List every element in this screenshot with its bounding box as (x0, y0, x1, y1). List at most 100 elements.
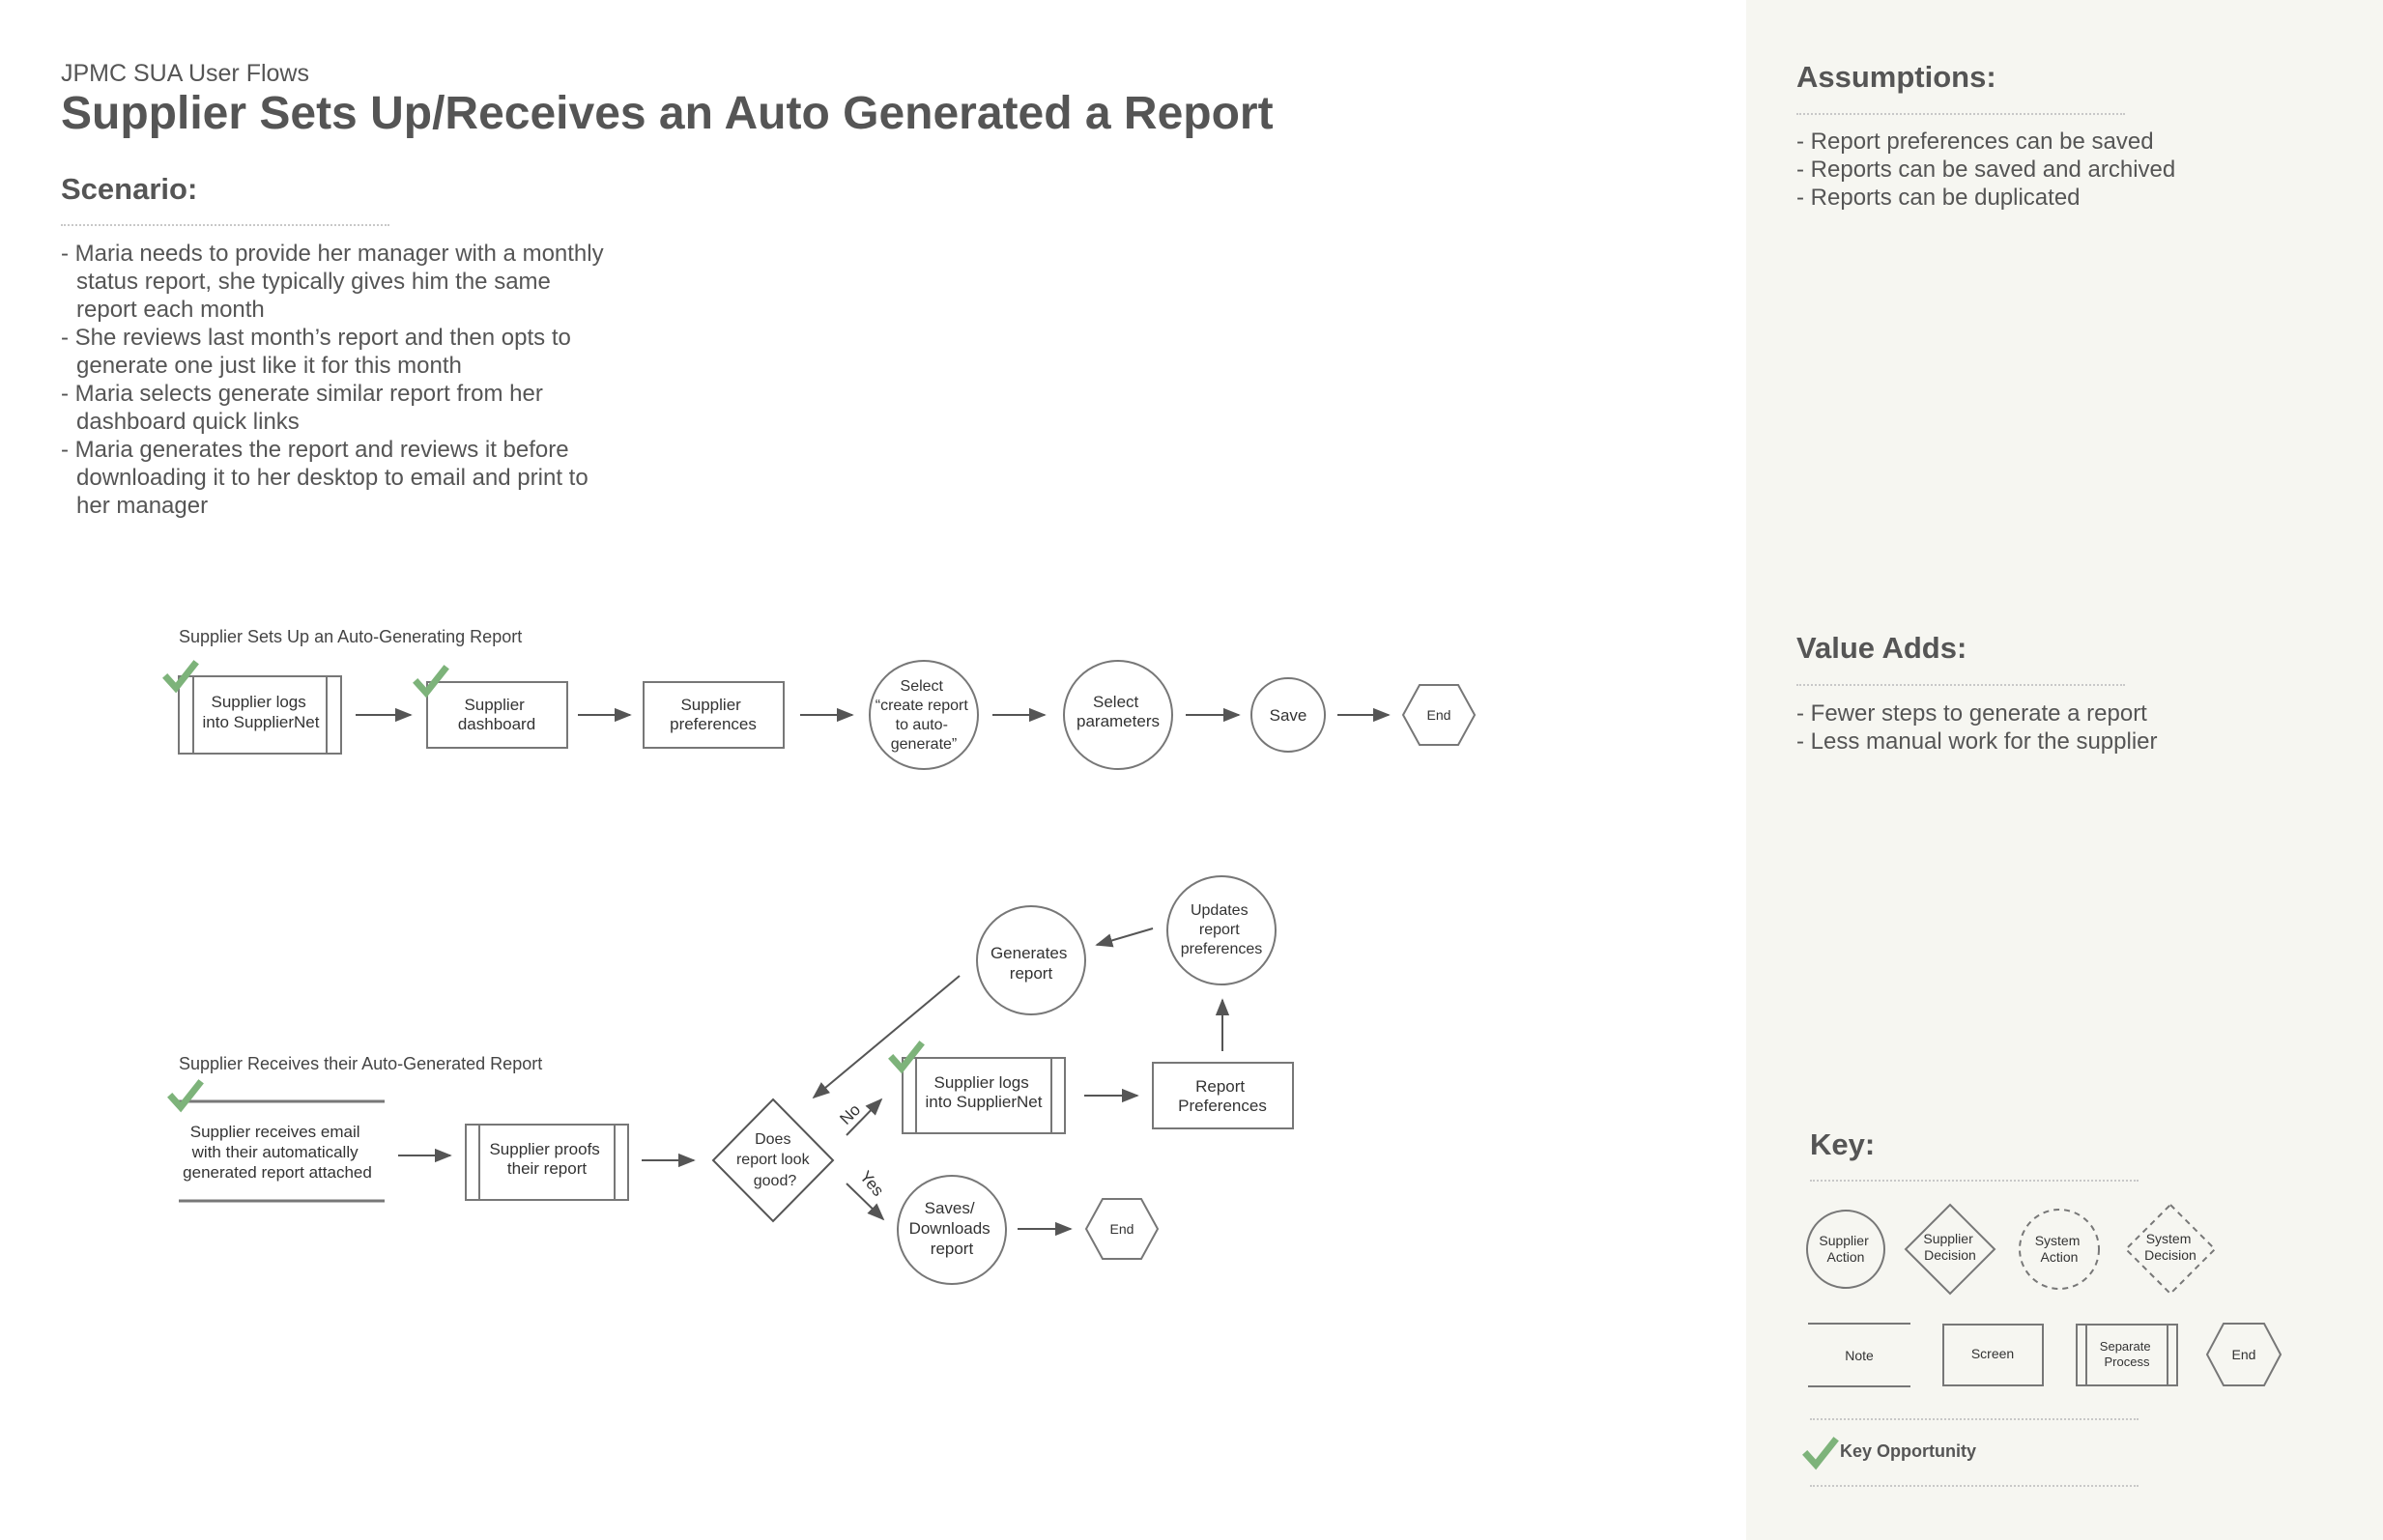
svg-text:Updates report pre: Updates report preferences (1181, 902, 1263, 957)
edge-label-no: No (836, 1100, 864, 1128)
key-label: Separate (2100, 1339, 2151, 1354)
assumption-item: - Reports can be saved and archived (1796, 157, 2176, 183)
svg-text:Supplier Decision: Supplier Decision (1923, 1231, 1976, 1263)
node-label: dashboard (458, 715, 535, 733)
page-title: Supplier Sets Up/Receives an Auto Genera… (61, 88, 1274, 139)
node-label: Select (901, 678, 944, 695)
node-label: report (931, 1240, 974, 1258)
node-label: Supplier proofs (489, 1140, 599, 1158)
key-opportunity-divider-bottom (1810, 1485, 2139, 1487)
flow2-label: Supplier Receives their Auto-Generated R… (179, 1054, 542, 1073)
flow2-report-preferences-node: Report Preferences (1152, 1062, 1294, 1129)
node-label: “create report (876, 698, 969, 714)
assumption-item: - Report preferences can be saved (1796, 128, 2154, 155)
key-label: End (2232, 1347, 2256, 1362)
scenario-item: - Maria needs to provide her manager wit… (61, 241, 604, 323)
node-label: into SupplierNet (203, 713, 320, 731)
key-label: System (2146, 1231, 2192, 1246)
flow1-supplier-dashboard-node: Supplier dashboard (426, 681, 568, 749)
key-opportunity-check-icon (172, 1084, 199, 1107)
svg-text:System Decision: System Decision (2144, 1231, 2196, 1263)
page-kicker: JPMC SUA User Flows (61, 60, 309, 87)
key-label: Note (1845, 1348, 1874, 1363)
flow-arrow (812, 975, 961, 1099)
svg-text:Supplier preferences: Supplier preferences (670, 696, 757, 733)
flow1-supplier-preferences-node: Supplier preferences (643, 681, 785, 749)
node-label: Supplier (464, 696, 525, 714)
node-label: Supplier logs (211, 693, 305, 711)
node-label: with their automatically (191, 1143, 359, 1161)
node-label: to auto- (896, 717, 948, 733)
node-label: into SupplierNet (926, 1093, 1043, 1111)
svg-text:Supplier dashboard: Supplier dashboard (458, 696, 535, 733)
flow2-updates-preferences-node: Updates report preferences (1166, 875, 1277, 985)
value-add-item: - Fewer steps to generate a report (1796, 700, 2147, 727)
node-label: generated report attached (183, 1163, 372, 1182)
assumptions-heading: Assumptions: (1796, 60, 1996, 94)
key-system-action: System Action (2019, 1209, 2100, 1290)
value-adds-divider (1796, 684, 2125, 686)
svg-text:Separate Process: Separate Process (2100, 1339, 2154, 1369)
svg-text:Generates report: Generates report (991, 944, 1072, 983)
node-label: Supplier logs (933, 1073, 1028, 1092)
flow-arrow-no (846, 1098, 883, 1136)
scenario-item: - Maria generates the report and reviews… (61, 437, 589, 519)
node-label: report (1010, 964, 1053, 983)
key-note: Note (1808, 1323, 1910, 1387)
scenario-list: - Maria needs to provide her manager wit… (61, 240, 612, 520)
key-divider (1810, 1180, 2139, 1182)
svg-text:Saves/ Downloads r: Saves/ Downloads report (909, 1199, 995, 1258)
svg-text:Report Preferences: Report Preferences (1178, 1077, 1267, 1115)
edge-label-yes: Yes (856, 1167, 887, 1199)
key-opportunity-check-icon (1807, 1441, 1834, 1465)
flow1-label: Supplier Sets Up an Auto-Generating Repo… (179, 627, 522, 646)
svg-text:Select parameters: Select parameters (1077, 693, 1160, 730)
flow2-supplier-proofs-node: Supplier proofs their report (465, 1124, 629, 1201)
node-label: Does (755, 1131, 790, 1148)
key-separate-process: Separate Process (2076, 1324, 2178, 1386)
node-label: generate” (891, 736, 958, 753)
node-label: Generates (991, 944, 1067, 962)
svg-text:Supplier receives email: Supplier receives email with their autom… (183, 1123, 372, 1182)
node-label: Saves/ (925, 1199, 975, 1217)
svg-text:Select “create report: Select “create report to auto- generate” (876, 678, 973, 753)
node-label: Supplier receives email (190, 1123, 360, 1141)
svg-text:Supplier logs into Suppl: Supplier logs into SupplierNet (203, 693, 320, 731)
scenario-item: - She reviews last month’s report and th… (61, 325, 571, 379)
key-system-decision: System Decision (2124, 1203, 2217, 1296)
svg-text:Note: Note (1845, 1348, 1874, 1363)
key-label: System (2035, 1233, 2081, 1248)
key-supplier-action: Supplier Action (1806, 1210, 1885, 1289)
key-supplier-decision: Supplier Decision (1904, 1203, 1996, 1296)
node-label: End (1110, 1221, 1134, 1237)
svg-text:Supplier logs into Suppl: Supplier logs into SupplierNet (926, 1073, 1043, 1111)
svg-text:Does report look g: Does report look good? (736, 1131, 814, 1189)
scenario-item: - Maria selects generate similar report … (61, 381, 543, 435)
key-opportunity-divider-top (1810, 1418, 2139, 1420)
flow2-end-node: End (1084, 1198, 1160, 1260)
scenario-heading: Scenario: (61, 172, 198, 206)
key-screen: Screen (1942, 1324, 2044, 1386)
flow2-saves-downloads-node: Saves/ Downloads report (897, 1175, 1007, 1285)
flow-arrow (1095, 927, 1154, 948)
key-label: Action (1827, 1249, 1865, 1265)
key-label: Decision (1924, 1247, 1976, 1263)
node-label: Select (1093, 693, 1139, 711)
key-opportunity-label: Key Opportunity (1840, 1441, 1976, 1461)
flow1-select-parameters-node: Select parameters (1063, 660, 1173, 770)
key-label: Process (2105, 1355, 2150, 1369)
node-label: End (1427, 707, 1451, 723)
svg-text:Supplier Action: Supplier Action (1819, 1233, 1872, 1265)
node-label: Report (1195, 1077, 1245, 1096)
node-label: their report (507, 1159, 587, 1178)
node-label: Save (1270, 706, 1307, 725)
flow-arrow-yes (846, 1183, 885, 1221)
svg-text:System Action: System Action (2035, 1233, 2084, 1265)
node-label: good? (754, 1173, 797, 1189)
svg-text:End: End (1110, 1221, 1134, 1237)
assumption-item: - Reports can be duplicated (1796, 185, 2081, 211)
key-label: Supplier (1819, 1233, 1869, 1248)
sidebar-panel (1746, 0, 2383, 1540)
svg-text:End: End (2232, 1347, 2256, 1362)
